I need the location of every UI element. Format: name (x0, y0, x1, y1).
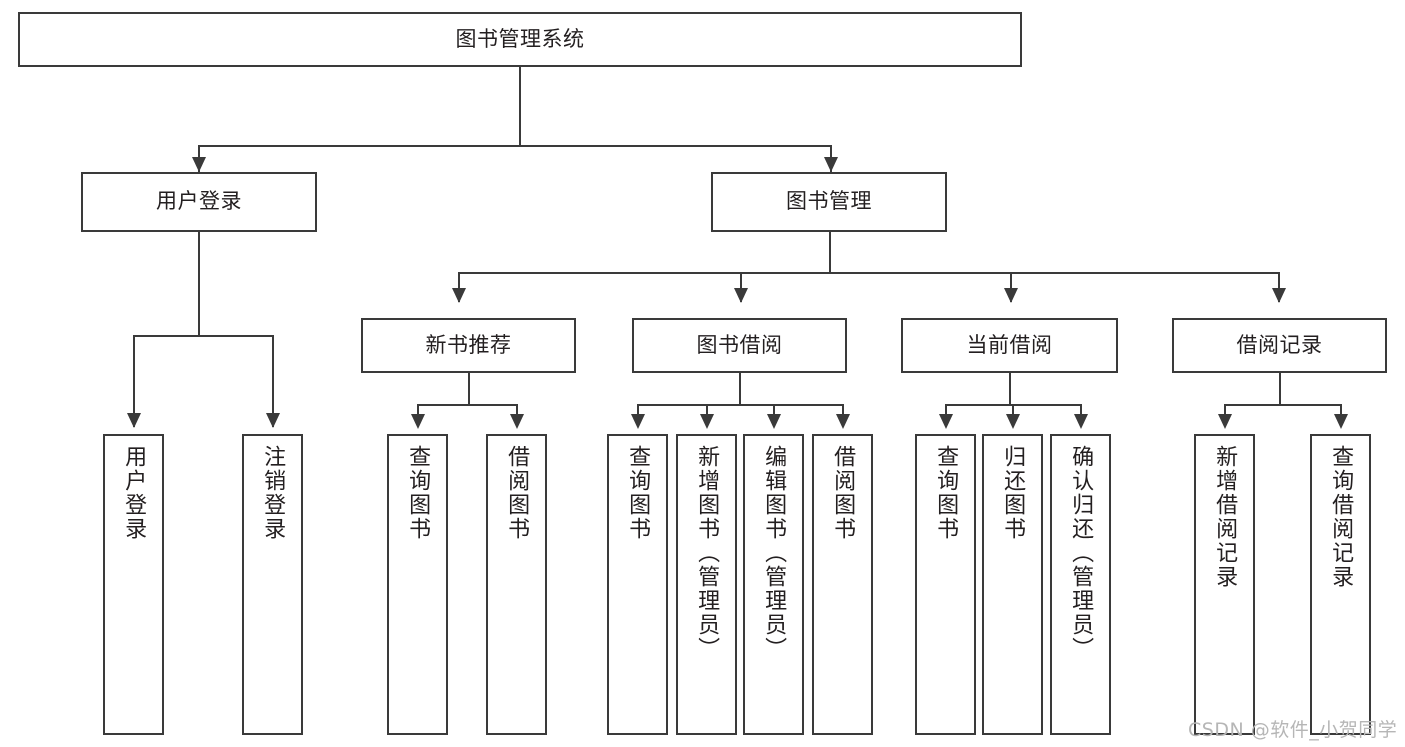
arrowhead-user-login (192, 157, 206, 172)
connector-bb-stem (739, 373, 741, 404)
arrowhead-leaf-query-borrow-record (1334, 414, 1348, 429)
connector-nbr-stem (468, 373, 470, 404)
connector-nbr-bus (417, 404, 516, 406)
connector-book-management-bus (458, 272, 1278, 274)
node-book-borrow-label: 图书借阅 (696, 332, 783, 357)
arrowhead-leaf-edit-book-admin (767, 414, 781, 429)
leaf-return-book-label: 归还图书 (1000, 445, 1026, 541)
node-borrow-record[interactable]: 借阅记录 (1172, 318, 1387, 373)
node-borrow-record-label: 借阅记录 (1236, 332, 1323, 357)
node-book-management[interactable]: 图书管理 (711, 172, 947, 232)
arrowhead-leaf-user-login (127, 413, 141, 428)
leaf-query-borrow-record-label: 查询借阅记录 (1328, 445, 1354, 589)
arrowhead-borrow-record (1272, 288, 1286, 303)
leaf-add-borrow-record[interactable]: 新增借阅记录 (1194, 434, 1255, 735)
connector-cb-stem (1009, 373, 1011, 404)
node-current-borrow-label: 当前借阅 (966, 332, 1053, 357)
arrowhead-current-borrow (1004, 288, 1018, 303)
leaf-confirm-return-admin[interactable]: 确认归还（管理员） (1050, 434, 1111, 735)
arrowhead-leaf-logout-login (266, 413, 280, 428)
connector-user-login-drop-2 (272, 335, 274, 427)
leaf-query-book-3-label: 查询图书 (933, 445, 959, 541)
arrowhead-leaf-query-book-1 (411, 414, 425, 429)
leaf-edit-book-admin-label: 编辑图书（管理员） (761, 445, 787, 661)
arrowhead-book-management (824, 157, 838, 172)
node-root-label: 图书管理系统 (455, 26, 585, 51)
node-user-login[interactable]: 用户登录 (81, 172, 317, 232)
leaf-borrow-book-2-label: 借阅图书 (830, 445, 856, 541)
leaf-borrow-book-1-label: 借阅图书 (504, 445, 530, 541)
node-new-book-recommend-label: 新书推荐 (425, 332, 512, 357)
arrowhead-leaf-return-book (1006, 414, 1020, 429)
leaf-user-login[interactable]: 用户登录 (103, 434, 164, 735)
leaf-query-book-2[interactable]: 查询图书 (607, 434, 668, 735)
connector-bm-drop-4 (1278, 272, 1280, 302)
leaf-return-book[interactable]: 归还图书 (982, 434, 1043, 735)
node-book-borrow[interactable]: 图书借阅 (632, 318, 847, 373)
leaf-user-login-label: 用户登录 (121, 445, 147, 541)
leaf-query-book-1[interactable]: 查询图书 (387, 434, 448, 735)
leaf-add-book-admin-label: 新增图书（管理员） (694, 445, 720, 661)
leaf-query-book-1-label: 查询图书 (405, 445, 431, 541)
connector-root-bus (198, 145, 831, 147)
arrowhead-leaf-borrow-book-1 (510, 414, 524, 429)
arrowhead-leaf-query-book-3 (939, 414, 953, 429)
connector-book-management-stem (829, 232, 831, 272)
connector-bm-drop-2 (740, 272, 742, 302)
connector-root-stem (519, 67, 521, 145)
arrowhead-new-book-recommend (452, 288, 466, 303)
connector-bm-drop-1 (458, 272, 460, 302)
arrowhead-leaf-query-book-2 (631, 414, 645, 429)
arrowhead-leaf-confirm-return-admin (1074, 414, 1088, 429)
leaf-add-book-admin[interactable]: 新增图书（管理员） (676, 434, 737, 735)
connector-br-stem (1279, 373, 1281, 404)
node-root[interactable]: 图书管理系统 (18, 12, 1022, 67)
arrowhead-leaf-borrow-book-2 (836, 414, 850, 429)
connector-br-bus (1224, 404, 1340, 406)
leaf-query-book-3[interactable]: 查询图书 (915, 434, 976, 735)
csdn-watermark: CSDN @软件_小贺同学 (1188, 719, 1398, 741)
leaf-confirm-return-admin-label: 确认归还（管理员） (1068, 445, 1094, 661)
connector-bm-drop-3 (1010, 272, 1012, 302)
node-user-login-label: 用户登录 (156, 189, 242, 214)
leaf-add-borrow-record-label: 新增借阅记录 (1212, 445, 1238, 589)
arrowhead-leaf-add-book-admin (700, 414, 714, 429)
node-current-borrow[interactable]: 当前借阅 (901, 318, 1118, 373)
connector-bb-bus (637, 404, 843, 406)
leaf-borrow-book-1[interactable]: 借阅图书 (486, 434, 547, 735)
leaf-query-borrow-record[interactable]: 查询借阅记录 (1310, 434, 1371, 735)
connector-user-login-drop-1 (133, 335, 135, 427)
leaf-logout-login-label: 注销登录 (260, 445, 286, 541)
leaf-borrow-book-2[interactable]: 借阅图书 (812, 434, 873, 735)
leaf-query-book-2-label: 查询图书 (625, 445, 651, 541)
leaf-logout-login[interactable]: 注销登录 (242, 434, 303, 735)
node-book-management-label: 图书管理 (786, 189, 872, 214)
arrowhead-leaf-add-borrow-record (1218, 414, 1232, 429)
arrowhead-book-borrow (734, 288, 748, 303)
connector-user-login-bus (133, 335, 272, 337)
node-new-book-recommend[interactable]: 新书推荐 (361, 318, 576, 373)
leaf-edit-book-admin[interactable]: 编辑图书（管理员） (743, 434, 804, 735)
connector-user-login-stem (198, 232, 200, 335)
